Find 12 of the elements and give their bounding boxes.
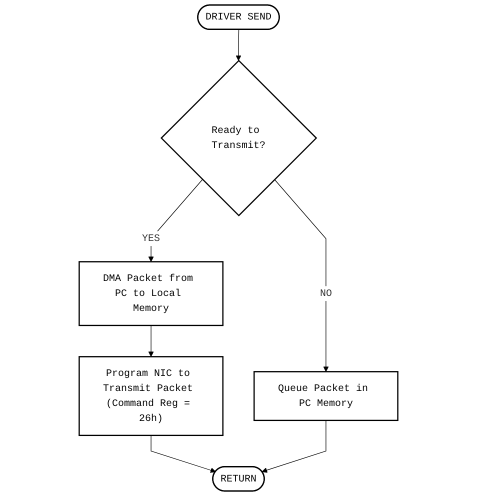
- node-diamond: Ready to Transmit?: [160, 60, 318, 216]
- arrow: [148, 179, 203, 262]
- arrow: [262, 420, 326, 473]
- arrow: [150, 435, 216, 473]
- arrow: [148, 325, 154, 357]
- node-box: DMA Packet from PC to Local Memory: [78, 261, 224, 326]
- node-box: Queue Packet in PC Memory: [254, 371, 398, 422]
- arrow: [274, 179, 329, 372]
- edge-label: NO: [320, 288, 332, 300]
- node-box: Program NIC to Transmit Packet (Command Reg = 26h): [78, 356, 224, 436]
- edge-label: YES: [142, 233, 160, 244]
- arrow: [236, 29, 242, 61]
